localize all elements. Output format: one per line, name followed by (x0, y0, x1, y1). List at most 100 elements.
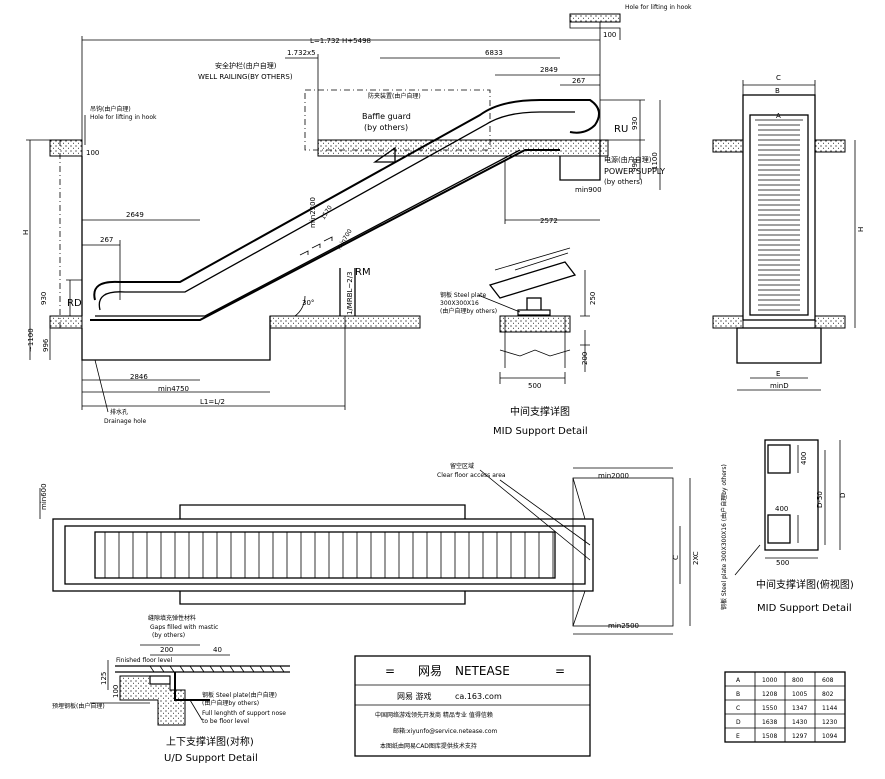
table-cell: C (736, 705, 740, 712)
dim-2849: 2849 (540, 66, 558, 74)
ud-bolt-leader (189, 699, 203, 721)
ud-caption-en: U/D Support Detail (164, 753, 258, 764)
dim-C-plan: C (672, 555, 680, 560)
dim-minD: minD (770, 382, 789, 390)
ud-gap-cn: 缝隙填充弹性材料 (148, 614, 196, 622)
dim-1100-right: 1100 (651, 152, 659, 170)
dim-996-right: 996 (631, 158, 639, 172)
dim-1732x5: 1.732x5 (287, 49, 316, 57)
table-cell: 1550 (762, 705, 777, 712)
pit-upper (559, 140, 601, 181)
dim-B: B (775, 87, 780, 95)
dim-min2000: min2000 (598, 472, 629, 480)
table-cell: 1208 (762, 691, 777, 698)
table-cell: E (736, 733, 740, 740)
dim-2572-line (504, 160, 600, 224)
dim-L1-line (82, 316, 346, 410)
top-slab-left (49, 139, 83, 157)
label-RM: RM (355, 267, 371, 278)
support-slab (499, 315, 571, 333)
top-slab-right (317, 139, 609, 157)
ud-support-detail: 缝隙填充弹性材料 Gaps filled with mastic (by oth… (52, 614, 290, 764)
mid-support-detail-top: 钢板 Steel plate 300X300X16 (由户自理by others… (440, 247, 597, 437)
clear-floor-leaders (479, 469, 591, 561)
side-view: C B A E minD H (712, 74, 865, 391)
table-cell: A (736, 677, 741, 684)
caption-en-top: MID Support Detail (493, 426, 588, 437)
dim-D: D (839, 493, 847, 498)
dim-500-right: 500 (776, 559, 789, 567)
title-line3: 本图纸由网易CAD图库提供技术支持 (380, 742, 477, 750)
caption-cn-top: 中间支撑详图 (510, 405, 570, 418)
table-cell: 800 (792, 677, 804, 684)
dim-2649: 2649 (126, 211, 144, 219)
support-plan-outer (764, 439, 819, 551)
clear-area-lines (572, 477, 586, 627)
table-cell: 1347 (792, 705, 807, 712)
steel-plate-dim: 300X300X16 (440, 300, 479, 307)
dim-min600: min600 (40, 483, 48, 510)
dim-H-left-line (26, 139, 50, 360)
dim-min4750: min4750 (158, 385, 189, 393)
steel-plate-cn: 钢板 Steel plate (440, 291, 487, 299)
dim-min2500: min2500 (608, 622, 639, 630)
baffle-cn: 防夹装置(由户自理) (368, 92, 421, 100)
support-pad-top (767, 444, 791, 474)
floor-hatch (149, 665, 285, 673)
dim-930-left: 930 (40, 292, 48, 305)
dim-400-a: 400 (800, 452, 808, 465)
table-cell: B (736, 691, 740, 698)
dim-250: 250 (589, 292, 597, 305)
ud-dim-100: 100 (112, 685, 120, 698)
plan-steps (104, 532, 554, 578)
main-elevation-view: L=1.732 H+5498 1.732x5 6833 2849 267 100… (22, 4, 692, 425)
company-en: NETEASE (455, 664, 510, 678)
dim-C: C (776, 74, 781, 82)
table-grid (725, 672, 845, 742)
dim-267-left: 267 (100, 236, 113, 244)
ud-bolt-note-1: Full lenghth of support nose (202, 710, 286, 717)
side-outer (742, 94, 816, 321)
ud-gap-en-1: Gaps filled with mastic (150, 624, 218, 631)
handrail-inner (98, 111, 575, 311)
dim-top-total: L=1.732 H+5498 (310, 37, 371, 45)
side-slab-tl (712, 139, 744, 153)
truss-section (488, 261, 577, 299)
drain-leader (94, 359, 109, 413)
dim-100-topright: 100 (603, 31, 616, 39)
plan-balustrade (179, 504, 466, 605)
ud-dim-lines (140, 644, 230, 656)
angle-arc (294, 295, 306, 317)
steel-plate (517, 309, 551, 316)
power-en-1: POWER SUPPLY (604, 167, 665, 176)
table-cell: D (736, 719, 741, 726)
dim-2XC: 2XC (692, 551, 700, 565)
site-url: ca.163.com (455, 692, 502, 701)
support-pier (499, 316, 571, 368)
well-railing-outline (304, 89, 491, 151)
table-cell: 1297 (792, 733, 807, 740)
support-plate-leader (734, 544, 761, 576)
ud-gap-en-2: (by others) (152, 632, 185, 639)
dim-500: 500 (528, 382, 541, 390)
table-cell: 1144 (822, 705, 837, 712)
steel-plate-note: (由户自理by others) (440, 307, 497, 315)
side-slab-tr (814, 139, 846, 153)
drain-en: Drainage hole (104, 418, 146, 425)
ud-truss-end (174, 672, 210, 701)
pit-lower (81, 156, 271, 361)
label-RU: RU (614, 124, 628, 135)
side-slab-br (814, 315, 846, 329)
ud-anchor-cn: 预埋钢板(由户自理) (52, 702, 105, 710)
table-cell: 1430 (792, 719, 807, 726)
dim-A: A (776, 112, 781, 120)
company-cn: 网易 (418, 664, 442, 678)
well-railing-en: WELL RAILING(BY OTHERS) (198, 73, 293, 81)
ud-dim-40: 40 (213, 646, 222, 654)
bottom-slab-left (49, 315, 83, 329)
dim-H-left: H (22, 230, 30, 235)
title-line2: 邮箱:xiyunfo@service.netease.com (393, 727, 497, 735)
table-cell: 1230 (822, 719, 837, 726)
